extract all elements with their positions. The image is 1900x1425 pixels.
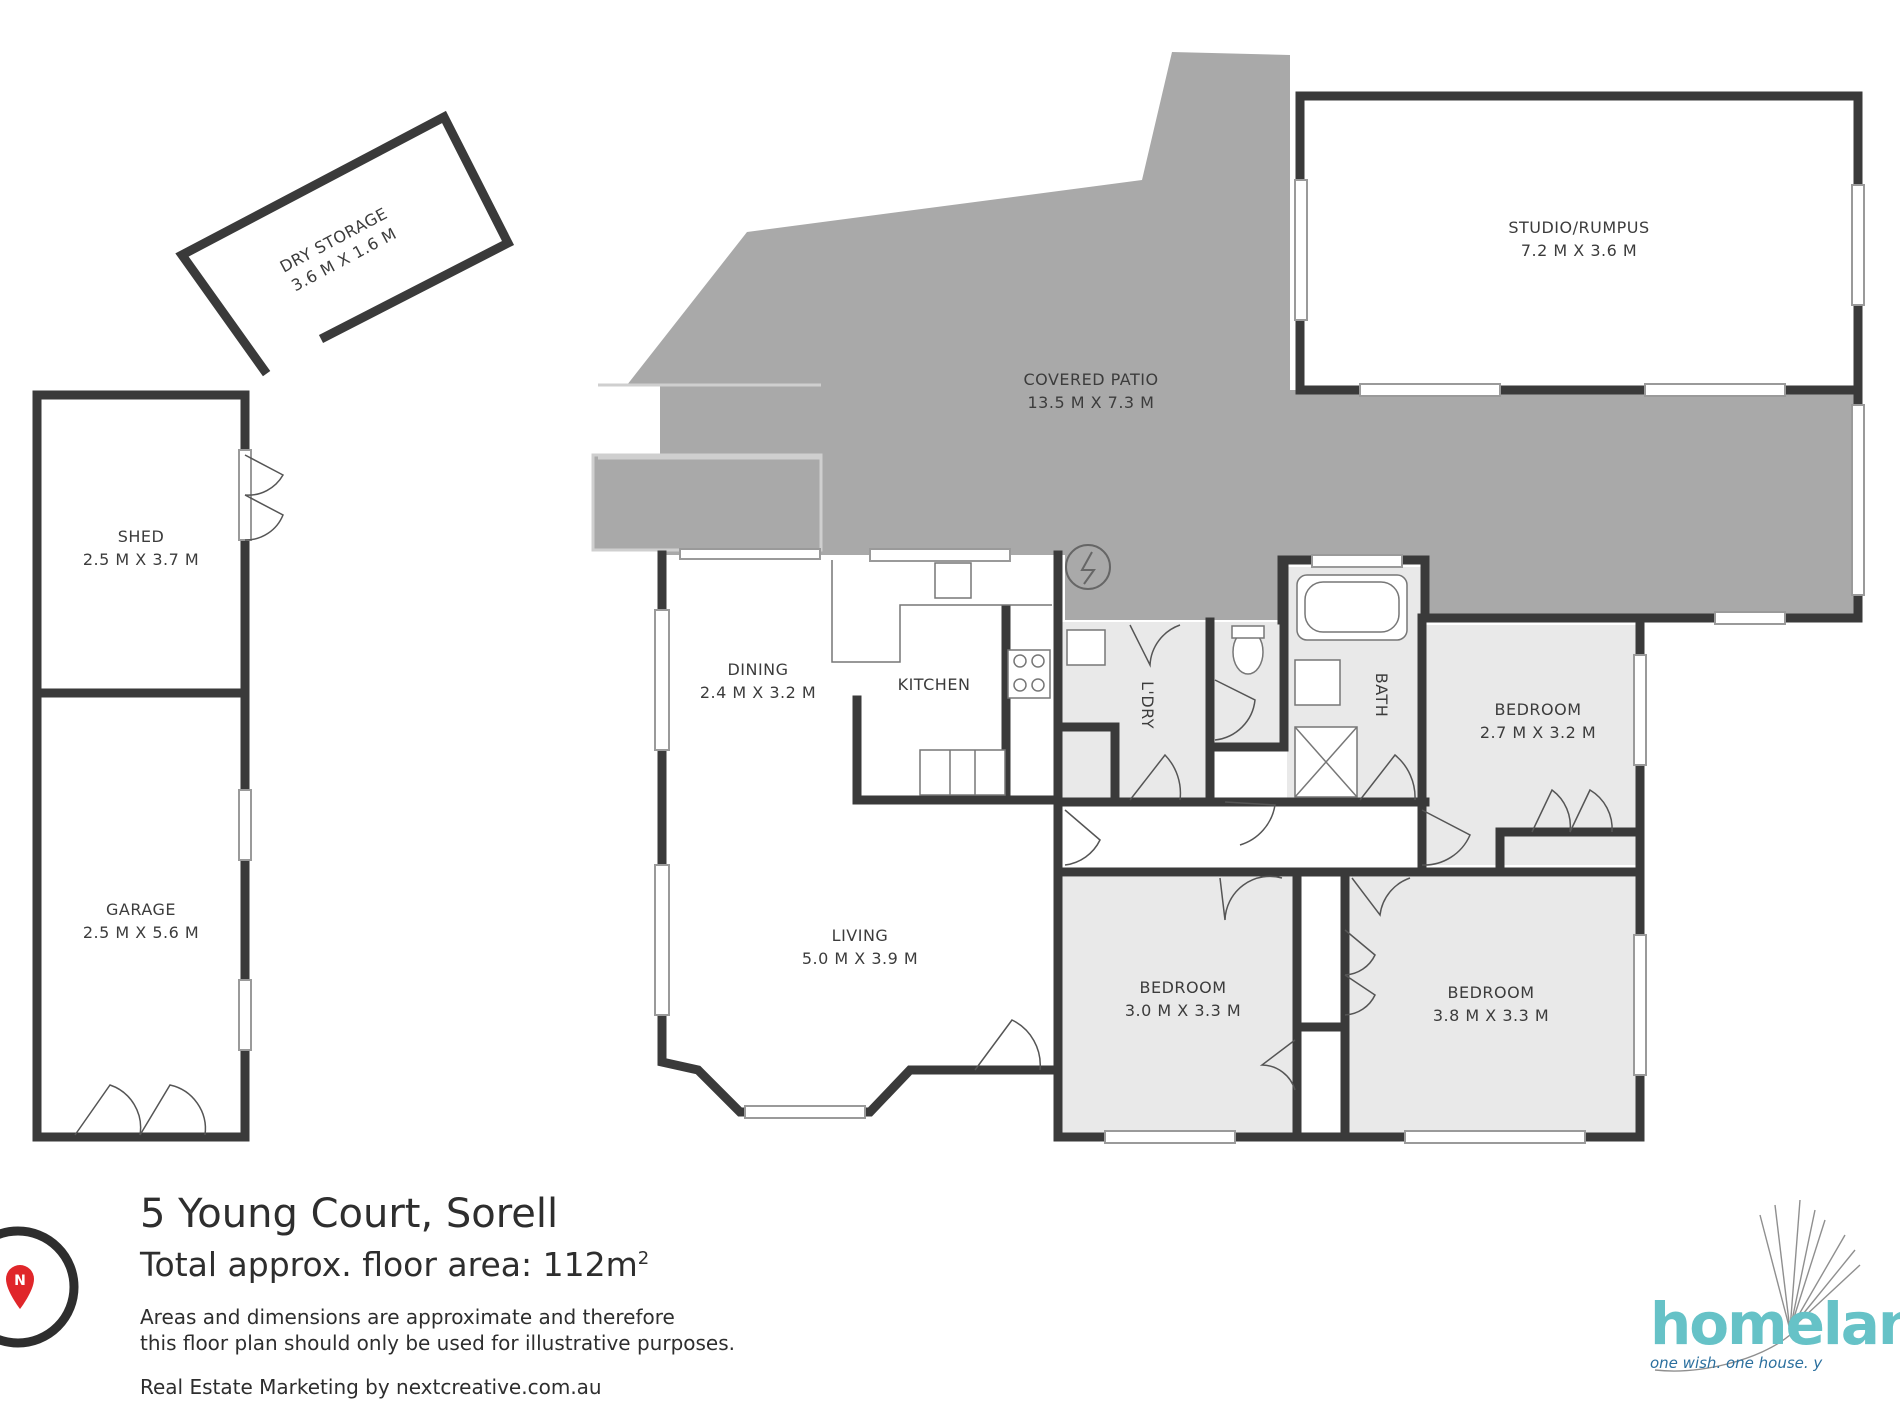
windows [238, 179, 1865, 1144]
deck-edge [591, 453, 823, 552]
floor-area: Total approx. floor area: 112m2 [140, 1238, 735, 1286]
room-name: BEDROOM [1447, 983, 1534, 1002]
room-dims: 2.4 M X 3.2 M [700, 683, 816, 702]
brand-logo: homelan one wish. one house. y [1650, 1290, 1900, 1372]
covered-patio-area [627, 52, 1858, 620]
bathroom-fixtures [1066, 574, 1408, 798]
room-name: STUDIO/RUMPUS [1508, 218, 1649, 237]
room-dims: 3.0 M X 3.3 M [1125, 1001, 1241, 1020]
room-name: BATH [1372, 673, 1391, 717]
room-name: LIVING [832, 926, 889, 945]
bedroom1-fill [1425, 625, 1640, 865]
bedroom3-fill [1345, 877, 1640, 1137]
floor-area-text: Total approx. floor area: 112m [140, 1245, 638, 1284]
north-compass: N [0, 1226, 79, 1348]
kitchen-fixtures [831, 560, 1052, 796]
disclaimer-line: this floor plan should only be used for … [140, 1331, 735, 1355]
room-name: DINING [727, 660, 788, 679]
compass-letter: N [14, 1273, 26, 1289]
compass-ring [0, 1226, 79, 1348]
room-name: KITCHEN [898, 675, 971, 694]
property-address: 5 Young Court, Sorell [140, 1191, 559, 1237]
room-name: BEDROOM [1494, 700, 1581, 719]
room-dims: 2.5 M X 5.6 M [83, 923, 199, 942]
room-dims: 2.5 M X 3.7 M [83, 550, 199, 569]
brand-tagline: one wish. one house. y [1650, 1354, 1823, 1372]
room-dims: 13.5 M X 7.3 M [1028, 393, 1155, 412]
room-name: BEDROOM [1139, 978, 1226, 997]
floor-area-unit-sup: 2 [637, 1248, 650, 1269]
compass-pin-icon [6, 1265, 34, 1309]
room-name: COVERED PATIO [1023, 370, 1158, 389]
bedroom2-fill [1062, 877, 1297, 1137]
room-name: GARAGE [106, 900, 176, 919]
room-name: L'DRY [1138, 681, 1157, 729]
door-swings [74, 454, 1613, 1136]
hot-water-icon [1065, 544, 1111, 590]
marketing-credit: Real Estate Marketing by nextcreative.co… [140, 1375, 602, 1399]
room-dims: 2.7 M X 3.2 M [1480, 723, 1596, 742]
room-dims: 5.0 M X 3.9 M [802, 949, 918, 968]
room-labels: DRY STORAGE 3.6 M X 1.6 M SHED 2.5 M X 3… [83, 204, 1649, 1025]
plan-footer: 5 Young Court, Sorell Total approx. floo… [140, 1190, 735, 1400]
room-dims: 7.2 M X 3.6 M [1521, 241, 1637, 260]
disclaimer-line: Areas and dimensions are approximate and… [140, 1305, 675, 1329]
room-name: SHED [118, 527, 165, 546]
room-dims: 3.8 M X 3.3 M [1433, 1006, 1549, 1025]
disclaimer: Areas and dimensions are approximate and… [140, 1304, 735, 1356]
brand-logo-icon [1654, 1199, 1861, 1372]
brand-wordmark: homelan [1650, 1290, 1900, 1358]
